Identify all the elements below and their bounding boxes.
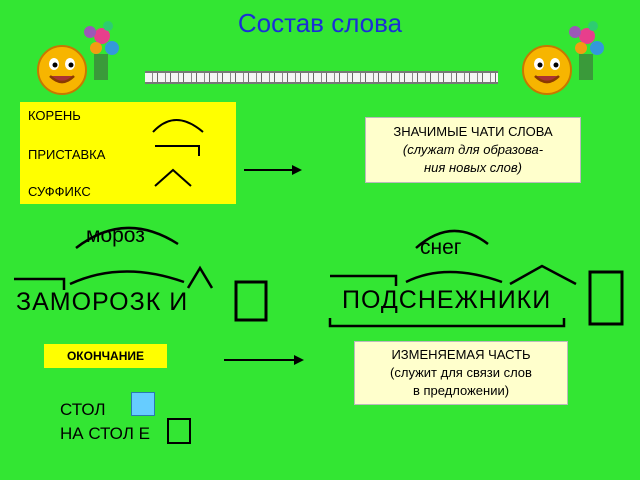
stem-mark	[328, 318, 566, 328]
word-parse-marks-1	[14, 265, 268, 322]
changeable-line3: в предложении)	[412, 383, 510, 398]
ending-square	[167, 418, 191, 444]
smiley-with-flowers-icon	[522, 21, 604, 95]
morpheme-legend-box: КОРЕНЬ ПРИСТАВКА СУФФИКС	[20, 102, 236, 204]
example-stol: СТОЛ	[60, 400, 106, 419]
significant-line3: ния новых слов)	[424, 160, 522, 175]
root-word-moroz: мороз	[86, 224, 145, 247]
root-mark	[69, 270, 185, 286]
ending-mark	[588, 270, 624, 326]
changeable-title: ИЗМЕНЯЕМАЯ ЧАСТЬ	[391, 347, 531, 362]
arrow-right-icon	[224, 355, 304, 365]
ending-mark	[234, 280, 268, 322]
changeable-part-box: ИЗМЕНЯЕМАЯ ЧАСТЬ (служит для связи слов …	[354, 341, 568, 405]
prefix-mark	[330, 274, 398, 286]
example-word-zamorozki: ЗАМОРОЗК И	[16, 288, 189, 316]
word-parse-marks-2	[328, 264, 624, 328]
root-label: КОРЕНЬ	[28, 108, 81, 123]
prefix-label: ПРИСТАВКА	[28, 147, 106, 162]
suffix-label: СУФФИКС	[28, 184, 91, 199]
prefix-mark	[14, 277, 66, 290]
significant-line2: (служат для образова-	[402, 142, 544, 157]
ending-label-box: ОКОНЧАНИЕ	[44, 344, 167, 368]
suffix-mark	[186, 265, 214, 289]
suffix-symbol	[154, 168, 192, 187]
example-word-podsnezhniki: ПОДСНЕЖНИКИ	[342, 286, 552, 314]
changeable-line2: (служит для связи слов	[390, 365, 532, 380]
root-mark	[405, 270, 503, 284]
prefix-symbol	[155, 145, 200, 156]
root-arc-moroz	[75, 226, 179, 249]
smiley-with-flowers-icon	[37, 21, 119, 95]
arrow-right-icon	[244, 165, 302, 175]
root-symbol	[152, 119, 204, 133]
suffix-mark	[509, 264, 577, 286]
morpheme-symbols	[152, 119, 204, 187]
significant-parts-box: ЗНАЧИМЫЕ ЧАТИ СЛОВА (служат для образова…	[365, 117, 581, 183]
root-word-sneg: снег	[420, 236, 462, 259]
root-arc-sneg	[415, 229, 489, 249]
page-title: Состав слова	[237, 8, 403, 38]
decorative-ruler	[145, 71, 498, 84]
zero-ending-square	[131, 392, 155, 416]
example-na-stole: НА СТОЛ Е	[60, 424, 150, 443]
significant-title: ЗНАЧИМЫЕ ЧАТИ СЛОВА	[393, 124, 553, 139]
